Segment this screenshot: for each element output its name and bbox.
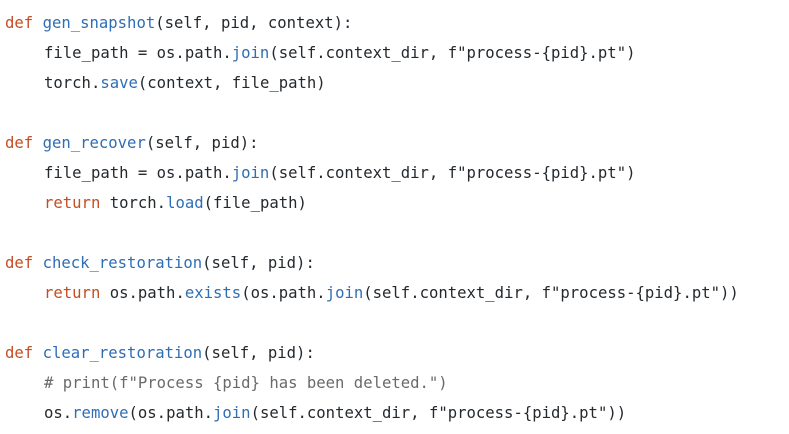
blank-code-line [5,218,785,248]
code-text-token: (os.path. [241,284,326,302]
function-name-token: join [231,164,270,182]
function-name-token: load [166,194,204,212]
keyword-token: return [44,284,101,302]
function-name-token: exists [184,284,242,302]
code-block: def gen_snapshot(self, pid, context):fil… [5,8,785,428]
code-text-token [33,14,42,32]
code-text-token: (context, file_path) [137,74,326,92]
code-text-token: file_path = os.path. [44,44,232,62]
keyword-token: def [5,14,34,32]
code-line: return torch.load(file_path) [5,188,785,218]
code-text-token: (self.context_dir, f"process-{pid}.pt")) [250,404,627,422]
code-line: # print(f"Process {pid} has been deleted… [5,368,785,398]
code-line: return os.path.exists(os.path.join(self.… [5,278,785,308]
function-name-token: join [231,44,270,62]
code-line: def clear_restoration(self, pid): [5,338,785,368]
function-name-token: clear_restoration [42,344,203,362]
code-text-token: (self.context_dir, f"process-{pid}.pt")) [363,284,739,302]
code-line: os.remove(os.path.join(self.context_dir,… [5,398,785,428]
function-name-token: gen_recover [42,134,146,152]
code-text-token [33,254,42,272]
code-line: file_path = os.path.join(self.context_di… [5,38,785,68]
code-text-token: torch. [44,74,101,92]
code-text-token: (self.context_dir, f"process-{pid}.pt") [269,164,636,182]
keyword-token: def [5,254,34,272]
function-name-token: save [100,74,138,92]
code-text-token: (self, pid): [145,134,259,152]
code-text-token: (self, pid): [202,254,315,272]
code-text-token: (os.path. [128,404,214,422]
comment-token: # print(f"Process {pid} has been deleted… [44,374,448,392]
function-name-token: join [325,284,364,302]
code-line: torch.save(context, file_path) [5,68,785,98]
code-line: def gen_snapshot(self, pid, context): [5,8,785,38]
keyword-token: return [44,194,101,212]
function-name-token: remove [72,404,129,422]
keyword-token: def [5,134,34,152]
code-text-token [33,134,42,152]
code-text-token [33,344,42,362]
blank-code-line [5,308,785,338]
code-text-token: (file_path) [203,194,307,212]
keyword-token: def [5,344,34,362]
code-text-token: (self, pid): [202,344,315,362]
function-name-token: check_restoration [42,254,203,272]
code-text-token: torch. [100,194,167,212]
function-name-token: gen_snapshot [42,14,156,32]
code-text-token: os. [44,404,73,422]
function-name-token: join [213,404,251,422]
code-text-token: file_path = os.path. [44,164,232,182]
code-text-token: os.path. [100,284,185,302]
blank-code-line [5,98,785,128]
code-text-token: (self.context_dir, f"process-{pid}.pt") [269,44,636,62]
code-line: def check_restoration(self, pid): [5,248,785,278]
code-line: file_path = os.path.join(self.context_di… [5,158,785,188]
code-text-token: (self, pid, context): [155,14,353,32]
code-line: def gen_recover(self, pid): [5,128,785,158]
